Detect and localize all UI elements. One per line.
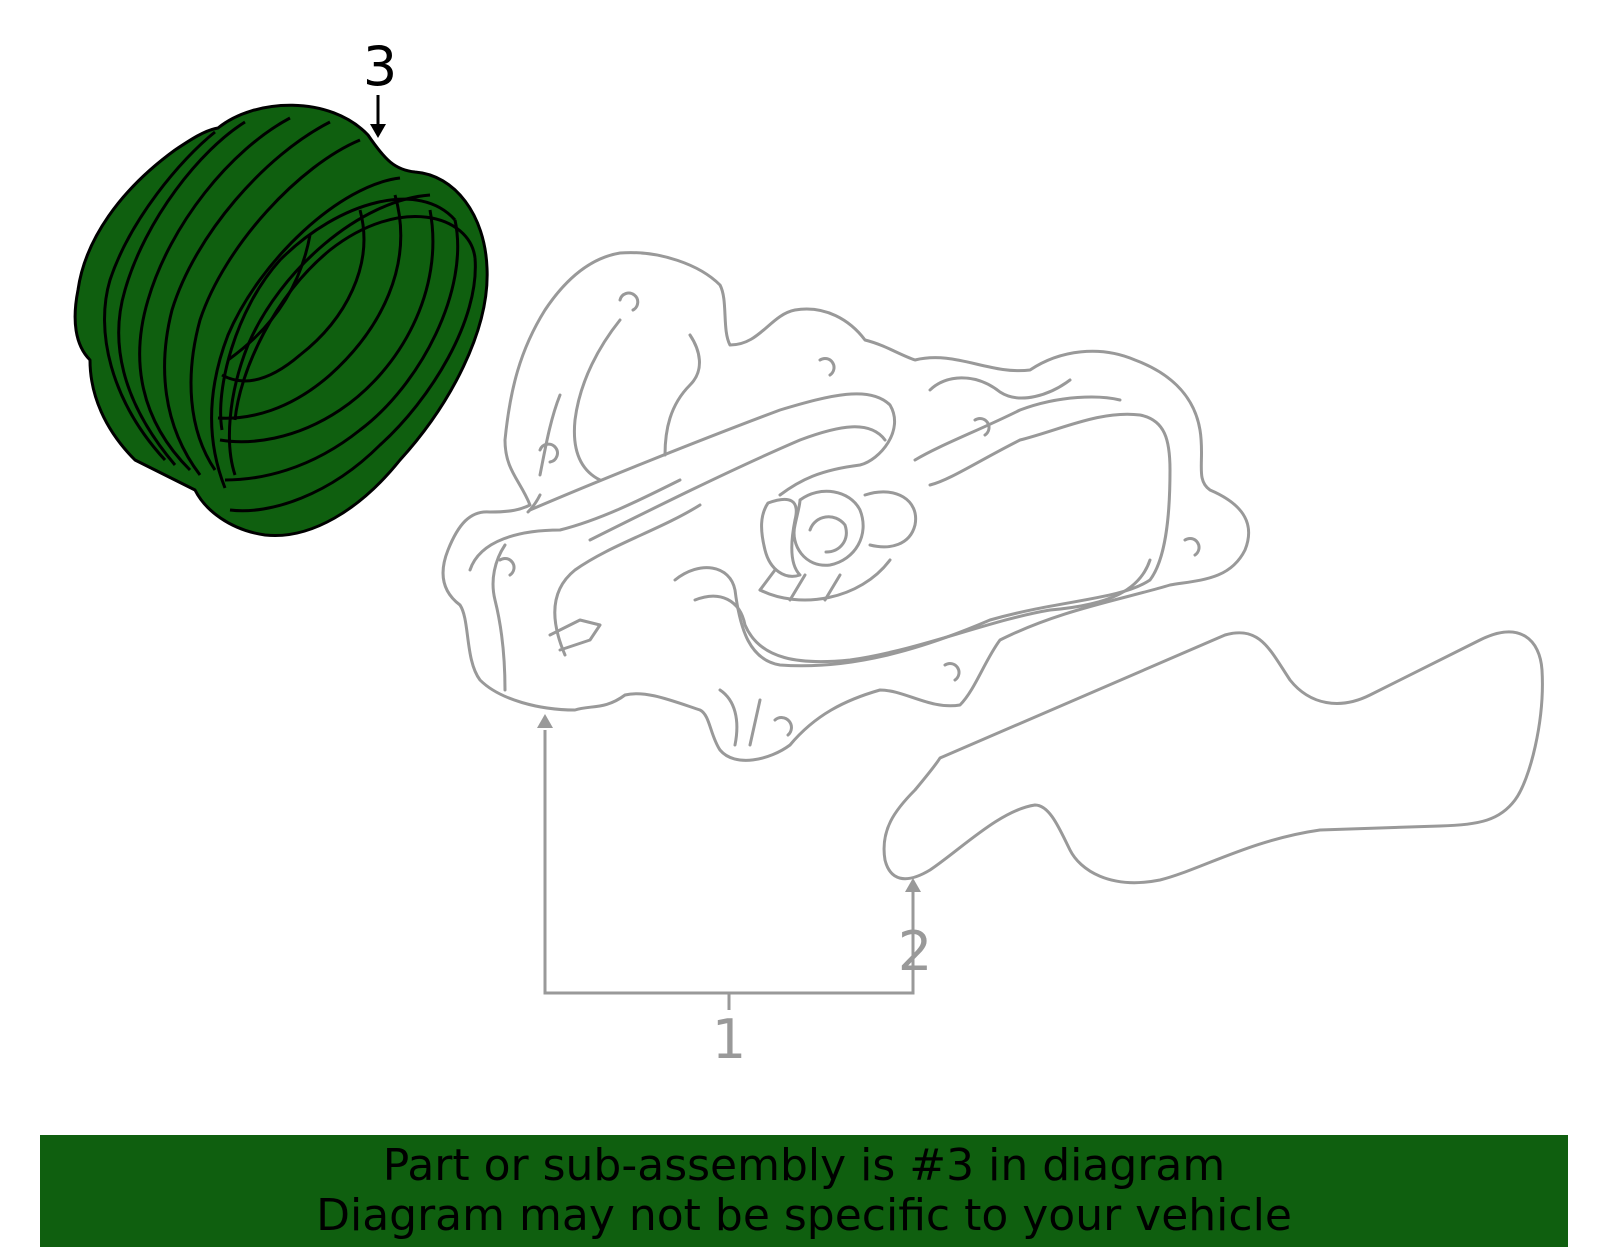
banner-line-1: Part or sub-assembly is #3 in diagram <box>382 1140 1226 1191</box>
callout-label-3: 3 <box>363 35 397 98</box>
callout-leader-1-2 <box>537 714 921 1010</box>
pulley-body <box>73 103 489 538</box>
pulley-part-3[interactable] <box>73 103 489 538</box>
pump-inner-channel <box>528 392 897 512</box>
banner-line-2: Diagram may not be specific to your vehi… <box>316 1190 1292 1241</box>
water-pump-outline <box>441 251 1251 762</box>
gasket-part-2[interactable] <box>882 630 1544 885</box>
callout-label-2: 2 <box>898 920 932 983</box>
callout-label-1: 1 <box>712 1008 746 1071</box>
pulley-grooves <box>103 116 477 513</box>
gasket-outline <box>882 630 1544 885</box>
pump-impeller-mount <box>792 489 865 567</box>
callout-leader-3 <box>370 95 386 138</box>
water-pump-part-1[interactable] <box>441 251 1251 762</box>
pump-gasket-groove <box>673 412 1172 668</box>
info-banner: Part or sub-assembly is #3 in diagram Di… <box>40 1135 1568 1247</box>
